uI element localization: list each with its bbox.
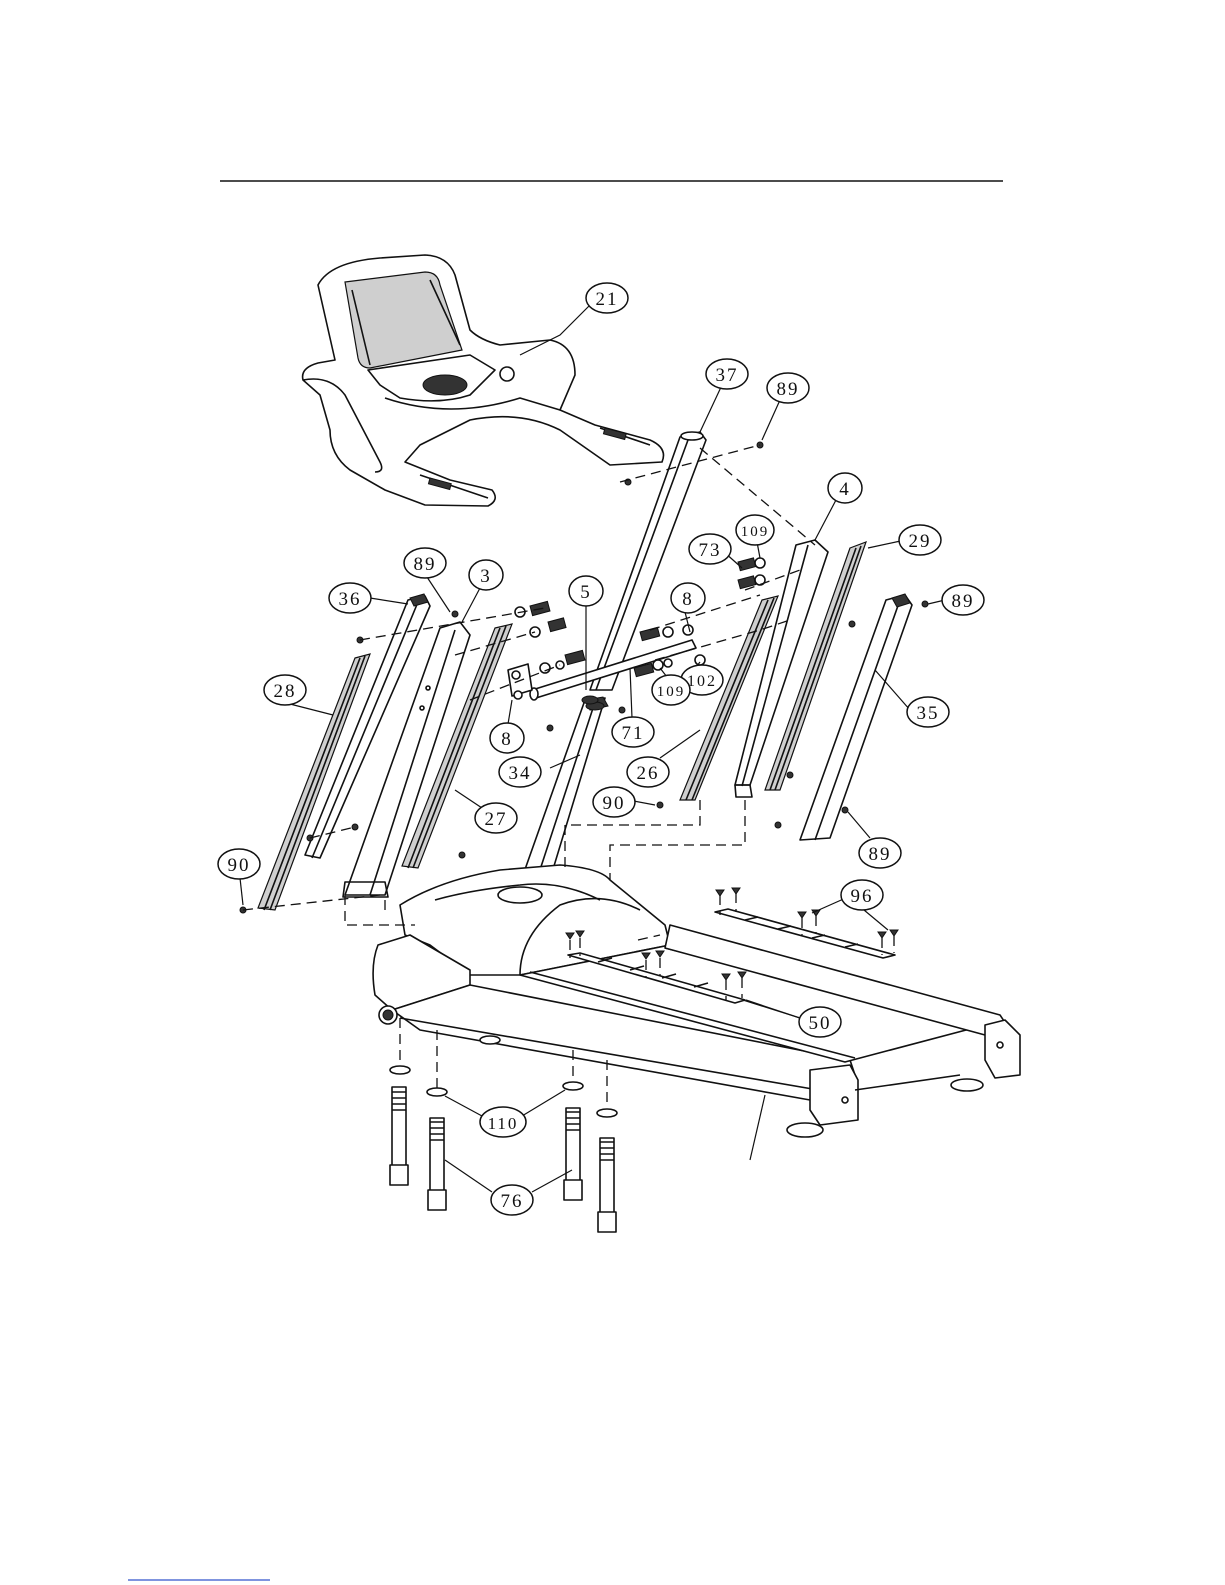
svg-text:96: 96: [851, 886, 874, 907]
callout-8: 8: [490, 723, 524, 753]
svg-text:89: 89: [777, 379, 800, 400]
callout-4: 4: [828, 473, 862, 503]
svg-text:73: 73: [699, 540, 722, 561]
callout-96: 96: [841, 880, 883, 910]
callout-29: 29: [899, 525, 941, 555]
svg-text:36: 36: [339, 589, 362, 610]
upright-37: [590, 432, 706, 690]
callout-34: 34: [499, 757, 541, 787]
svg-text:37: 37: [716, 365, 739, 386]
cover-35: [800, 594, 912, 840]
callout-3: 3: [469, 560, 503, 590]
callout-109: 109: [736, 515, 774, 545]
svg-text:8: 8: [501, 729, 513, 750]
callout-73: 73: [689, 534, 731, 564]
callout-8: 8: [671, 583, 705, 613]
svg-text:29: 29: [909, 531, 932, 552]
svg-text:90: 90: [603, 793, 626, 814]
svg-text:102: 102: [687, 673, 717, 690]
callout-21: 21: [586, 283, 628, 313]
callout-89: 89: [404, 548, 446, 578]
svg-text:3: 3: [480, 566, 492, 587]
svg-text:89: 89: [869, 844, 892, 865]
callout-89: 89: [859, 838, 901, 868]
svg-text:21: 21: [596, 289, 619, 310]
svg-text:26: 26: [637, 763, 660, 784]
callout-37: 37: [706, 359, 748, 389]
callout-36: 36: [329, 583, 371, 613]
callout-5: 5: [569, 576, 603, 606]
callout-89: 89: [942, 585, 984, 615]
svg-text:50: 50: [809, 1013, 832, 1034]
callout-35: 35: [907, 697, 949, 727]
callout-110: 110: [480, 1107, 526, 1137]
callout-90: 90: [218, 849, 260, 879]
svg-text:71: 71: [622, 723, 645, 744]
treadmill-base: [373, 865, 1020, 1137]
svg-text:110: 110: [488, 1114, 519, 1133]
svg-text:89: 89: [952, 591, 975, 612]
callout-109: 109: [652, 675, 690, 705]
callout-50: 50: [799, 1007, 841, 1037]
callout-89: 89: [767, 373, 809, 403]
svg-text:34: 34: [509, 763, 532, 784]
svg-text:27: 27: [485, 809, 508, 830]
svg-text:35: 35: [917, 703, 940, 724]
callout-27: 27: [475, 803, 517, 833]
svg-text:89: 89: [414, 554, 437, 575]
svg-text:109: 109: [657, 684, 686, 700]
callout-26: 26: [627, 757, 669, 787]
callout-90: 90: [593, 787, 635, 817]
svg-text:28: 28: [274, 681, 297, 702]
svg-text:4: 4: [839, 479, 851, 500]
svg-text:76: 76: [501, 1191, 524, 1212]
svg-text:8: 8: [682, 589, 694, 610]
callout-28: 28: [264, 675, 306, 705]
svg-text:90: 90: [228, 855, 251, 876]
callout-76: 76: [491, 1185, 533, 1215]
svg-text:5: 5: [580, 582, 592, 603]
svg-text:109: 109: [741, 524, 770, 540]
callout-71: 71: [612, 717, 654, 747]
